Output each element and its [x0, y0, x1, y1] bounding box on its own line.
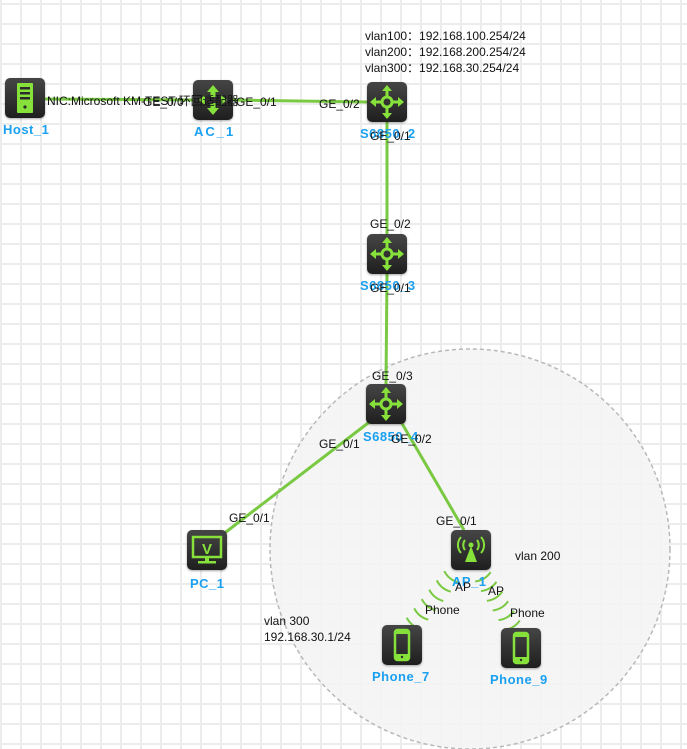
device-label-ap-1[interactable]: AP_1: [452, 574, 487, 589]
port-label-s6850-4-ge-0-1: GE_0/1: [319, 437, 360, 451]
link-host1-ac1[interactable]: [44, 97, 194, 102]
port-label-s6850-2-ge-0-1: GE_0/1: [370, 129, 411, 143]
wireless-arc: [486, 590, 504, 602]
device-s6850-2[interactable]: [367, 82, 407, 122]
note-line: vlan100：192.168.100.254/24: [365, 29, 526, 43]
link-s6850-4-ap1[interactable]: [398, 419, 466, 531]
wireless-arc: [492, 600, 509, 612]
port-label-phone7-wlan: Phone: [425, 603, 460, 617]
note-line: 192.168.30.1/24: [264, 630, 351, 644]
note-line: vlan200：192.168.200.254/24: [365, 45, 526, 59]
port-label-ap1-wlan-b: AP: [488, 584, 505, 598]
note-pc-vlan: vlan 300 192.168.30.1/24: [264, 613, 351, 645]
phone-icon: [393, 628, 411, 662]
link-ac1-s6850-2[interactable]: [232, 98, 368, 104]
device-s6850-3[interactable]: [367, 234, 407, 274]
device-label-ac-1[interactable]: AC_1: [194, 124, 236, 139]
device-phone-7[interactable]: [382, 625, 422, 665]
port-label-ac1-ge-0-0: GE_0/0: [143, 95, 184, 109]
device-label-s6850-4[interactable]: S6850_4: [363, 429, 419, 444]
wireless-arc: [475, 571, 492, 583]
note-line: vlan300：192.168.30.254/24: [365, 61, 520, 75]
wireless-arc: [428, 589, 444, 602]
l3-switch-icon: [369, 387, 403, 421]
phone-icon: [512, 631, 530, 665]
wireless-arc: [435, 579, 452, 593]
port-label-s6850-4-ge-0-3: GE_0/3: [372, 369, 413, 383]
port-label-s6850-4-ge-0-2: GE_0/2: [391, 432, 432, 446]
note-ap-vlan: vlan 200: [515, 549, 561, 563]
device-host-1[interactable]: [5, 78, 45, 118]
port-label-s6850-3-ge-0-2: GE_0/2: [370, 217, 411, 231]
wireless-arc: [480, 581, 498, 593]
wireless-arc: [443, 570, 459, 584]
l3-switch-icon: [370, 237, 404, 271]
port-label-host-nic: NIC:Microsoft KM-TEST 环回适配器: [47, 94, 239, 108]
svg-text:V: V: [202, 541, 212, 558]
device-s6850-4[interactable]: [366, 384, 406, 424]
l3-switch-icon: [370, 85, 404, 119]
access-point-icon: [457, 536, 485, 562]
note-s6850-2-vlan-interfaces: vlan100：192.168.100.254/24 vlan200：192.1…: [365, 28, 526, 76]
link-s6850-3-s6850-4[interactable]: [384, 273, 389, 385]
wireless-arc: [420, 598, 437, 612]
device-pc-1[interactable]: V: [187, 530, 227, 570]
port-label-s6850-3-ge-0-1: GE_0/1: [370, 281, 411, 295]
port-label-ap1-wlan-a: AP: [455, 580, 472, 594]
device-label-s6850-3[interactable]: S6850_3: [360, 278, 416, 293]
device-label-phone-7[interactable]: Phone_7: [372, 669, 430, 684]
device-ac-1[interactable]: [193, 80, 233, 120]
device-label-host-1[interactable]: Host_1: [3, 122, 50, 137]
wireless-link-ap1-phone9[interactable]: [475, 571, 521, 631]
port-label-phone9-wlan: Phone: [510, 606, 545, 620]
device-label-phone-9[interactable]: Phone_9: [490, 672, 548, 687]
port-label-ap1-ge-0-1: GE_0/1: [436, 514, 477, 528]
wireless-controller-icon: [199, 85, 227, 115]
device-label-pc-1[interactable]: PC_1: [190, 576, 225, 591]
device-phone-9[interactable]: [501, 628, 541, 668]
port-label-pc1-ge-0-1: GE_0/1: [229, 511, 270, 525]
link-s6850-4-pc1[interactable]: [221, 418, 373, 537]
device-ap-1[interactable]: [451, 530, 491, 570]
wireless-arc: [413, 607, 429, 621]
port-label-s6850-2-ge-0-2: GE_0/2: [319, 97, 360, 111]
server-icon: [17, 83, 33, 113]
device-label-s6850-2[interactable]: S6850_2: [360, 126, 416, 141]
pc-monitor-icon: V: [191, 535, 223, 564]
port-label-ac1-ge-0-1: GE_0/1: [236, 95, 277, 109]
note-line: vlan 300: [264, 614, 310, 628]
wireless-arc: [498, 610, 515, 622]
